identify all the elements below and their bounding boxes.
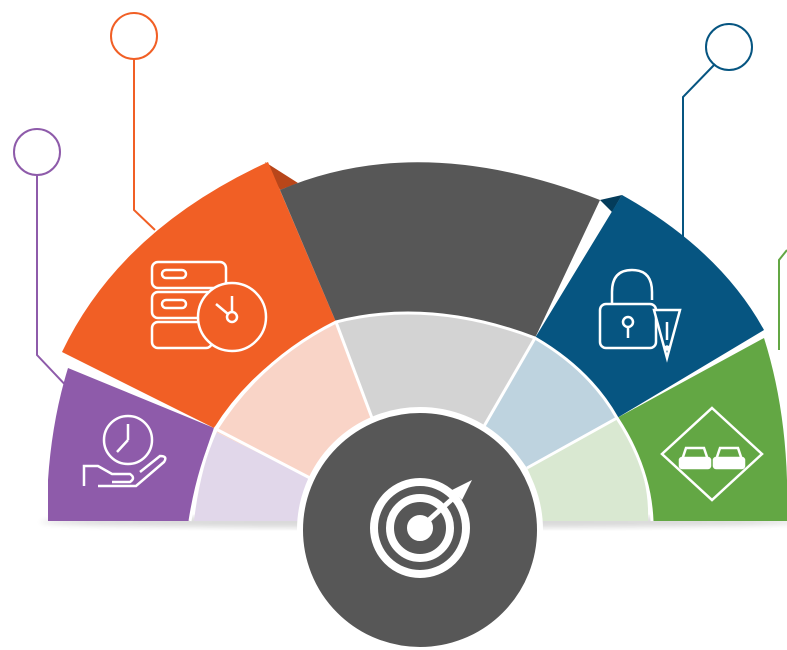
segment-purple (48, 368, 214, 521)
callout-green (778, 249, 787, 350)
callout-purple (13, 128, 73, 393)
callout-circle-orange (110, 12, 158, 60)
outer-ring (48, 162, 787, 521)
callout-circle-blue (705, 23, 753, 71)
segment-orange-fold (265, 162, 298, 190)
callout-line-blue (682, 63, 716, 238)
callout-orange (110, 12, 158, 231)
road-sign-cars-icon (660, 406, 764, 502)
callout-line-green (778, 249, 787, 350)
segment-blue-fold (600, 195, 622, 212)
segment-orange (62, 162, 336, 428)
segment-gray (280, 162, 600, 338)
inner-gray (336, 313, 535, 428)
inner-green (527, 418, 649, 521)
separators (188, 311, 654, 522)
callout-line-purple (36, 175, 73, 393)
callout-circle-purple (13, 128, 61, 176)
segment-green (617, 338, 787, 521)
inner-orange (216, 322, 372, 478)
segment-blue (535, 195, 764, 418)
callout-line-orange (133, 59, 156, 231)
padlock-warning-icon (598, 268, 682, 363)
hand-clock-icon (82, 414, 167, 488)
target-dart-icon (370, 478, 472, 578)
callout-blue (682, 23, 753, 238)
inner-purple (194, 432, 310, 521)
server-clock-icon (150, 260, 268, 353)
